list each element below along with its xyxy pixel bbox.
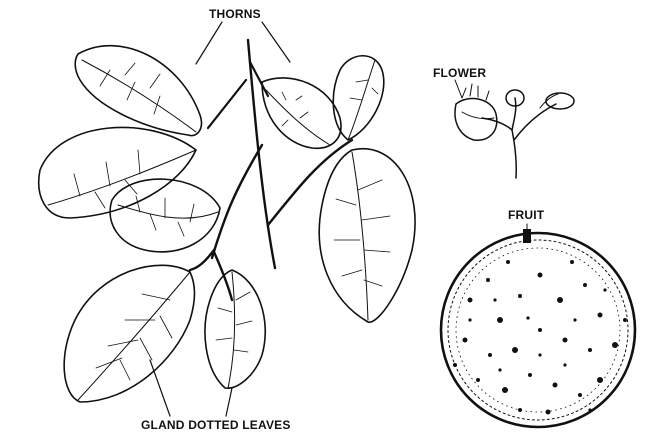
- thorn: [208, 62, 268, 128]
- flower-pointer-line: [455, 80, 462, 98]
- thorns-label: THORNS: [209, 7, 261, 21]
- thorns-pointer-lines: [196, 22, 290, 64]
- leaves-pointer-lines: [150, 360, 232, 416]
- flower: [455, 84, 574, 178]
- fruit: [441, 229, 635, 427]
- flower-label: FLOWER: [433, 66, 486, 80]
- leaf: [39, 46, 415, 402]
- gland-dotted-leaves-label: GLAND DOTTED LEAVES: [141, 418, 291, 432]
- fruit-label: FRUIT: [508, 208, 544, 222]
